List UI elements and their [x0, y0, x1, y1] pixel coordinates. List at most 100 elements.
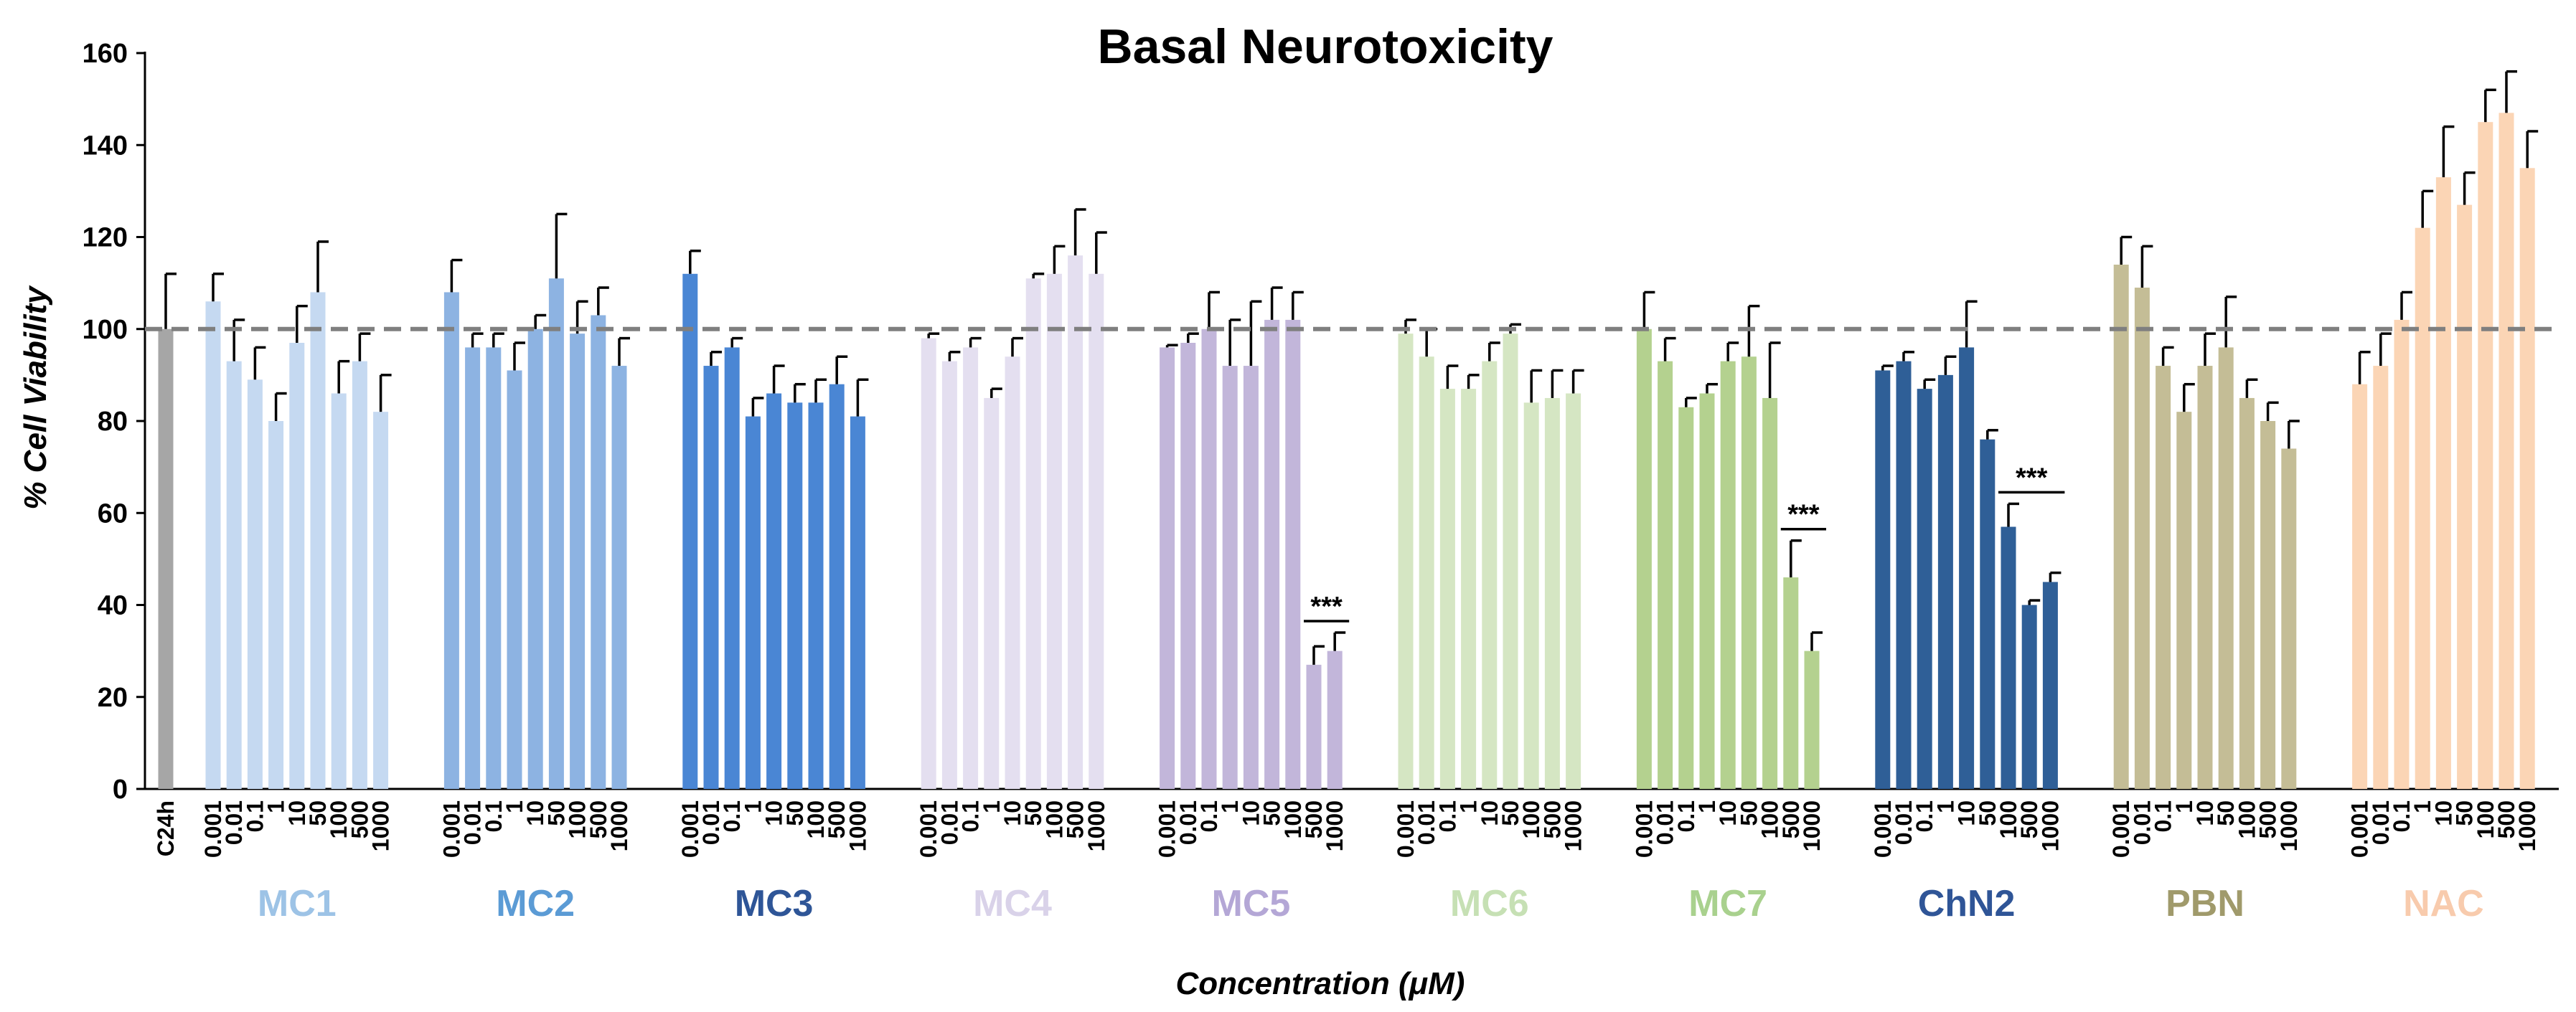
x-axis-label: Concentration (μM) [1176, 966, 1465, 1001]
x-tick-label: 500 [1778, 800, 1804, 838]
bar-mc4 [1025, 278, 1041, 789]
bar-nac [2499, 113, 2514, 790]
group-label-mc2: MC2 [496, 883, 575, 924]
group-label-mc6: MC6 [1450, 883, 1529, 924]
x-tick-label: 0.01 [1891, 800, 1917, 845]
x-tick-label: 0.01 [1175, 800, 1201, 845]
group-label-pbn: PBN [2166, 883, 2244, 924]
bar-mc5 [1180, 342, 1196, 789]
x-tick-label: 0.01 [1653, 800, 1678, 845]
bar-mc6 [1523, 402, 1539, 789]
bar-mc1 [310, 292, 326, 789]
x-tick-label: 500 [1539, 800, 1565, 838]
bar-chn2 [2042, 582, 2058, 789]
bar-pbn [2134, 288, 2150, 790]
chart-title: Basal Neurotoxicity [1098, 19, 1553, 74]
group-label-mc7: MC7 [1688, 883, 1767, 924]
group-label-nac: NAC [2403, 883, 2484, 924]
group-label-mc3: MC3 [735, 883, 814, 924]
bar-mc5 [1160, 347, 1175, 789]
bar-mc2 [611, 366, 627, 789]
bar-chn2 [1875, 370, 1891, 789]
x-tick-label: 1 [263, 800, 289, 813]
x-tick-label: 50 [1020, 800, 1046, 826]
bar-mc7 [1658, 361, 1673, 789]
bar-mc2 [465, 347, 481, 789]
x-tick-label: 0.01 [1414, 800, 1439, 845]
bar-mc1 [373, 412, 389, 789]
x-tick-label: 0.01 [460, 800, 486, 845]
y-axis-label: % Cell Viability [18, 285, 53, 510]
x-tick-label: 500 [586, 800, 611, 838]
x-tick-label: 100 [565, 800, 591, 838]
bar-mc6 [1419, 356, 1434, 790]
bar-mc7 [1678, 407, 1694, 789]
bar-chn2 [1937, 374, 1953, 789]
x-tick-label: 0.001 [1393, 800, 1419, 858]
x-tick-label: 1000 [606, 800, 632, 851]
bar-pbn [2176, 412, 2192, 789]
x-tick-label: 50 [543, 800, 569, 826]
bar-mc6 [1398, 334, 1414, 790]
x-tick-label: 100 [1280, 800, 1306, 838]
y-tick-label: 40 [98, 591, 128, 621]
x-tick-label: 500 [2493, 800, 2519, 838]
x-tick-label: 100 [1518, 800, 1544, 838]
bar-mc2 [507, 370, 522, 789]
x-tick-label: 0.01 [221, 800, 247, 845]
significance-marker: *** [2016, 463, 2048, 493]
x-tick-label: 0.01 [2129, 800, 2155, 845]
bar-mc4 [1046, 273, 1062, 789]
bar-mc4 [984, 397, 1000, 789]
x-tick-label: 100 [2234, 800, 2260, 838]
bar-mc5 [1285, 319, 1301, 789]
bar-mc1 [205, 301, 221, 789]
x-tick-label: 50 [1498, 800, 1523, 826]
bar-chn2 [1896, 361, 1912, 789]
bar-mc6 [1482, 361, 1498, 789]
x-tick-label: 1000 [1322, 800, 1348, 851]
bar-chn2 [1980, 439, 1996, 789]
bar-mc7 [1783, 577, 1799, 789]
group-label-mc5: MC5 [1212, 883, 1291, 924]
x-tick-label: 0.001 [1870, 800, 1896, 858]
y-tick-label: 140 [83, 131, 128, 161]
bar-mc5 [1201, 328, 1217, 789]
x-tick-label: 0.1 [1434, 800, 1460, 832]
x-tick-label: 100 [2473, 800, 2499, 838]
bar-mc6 [1439, 389, 1455, 789]
bar-mc3 [829, 384, 845, 789]
bar-mc2 [486, 347, 502, 789]
bar-pbn [2197, 366, 2213, 789]
x-tick-label: 0.1 [242, 800, 268, 832]
bar-pbn [2218, 347, 2234, 789]
group-label-mc1: MC1 [258, 883, 337, 924]
bar-mc3 [808, 402, 824, 789]
x-tick-label: 1 [1456, 800, 1482, 813]
group-label-chn2: ChN2 [1918, 883, 2016, 924]
bar-mc4 [1089, 273, 1104, 789]
x-tick-label: 500 [347, 800, 372, 838]
bar-mc7 [1804, 651, 1820, 789]
x-tick-label: 1 [502, 800, 527, 813]
x-tick-label: 50 [2213, 800, 2239, 826]
bar-mc1 [352, 361, 367, 789]
bar-nac [2457, 204, 2473, 789]
bar-pbn [2239, 397, 2255, 789]
bar-mc7 [1636, 328, 1652, 789]
y-tick-label: 120 [83, 223, 128, 253]
x-tick-label: 1000 [845, 800, 870, 851]
x-tick-label: 0.01 [698, 800, 724, 845]
y-tick-label: 160 [83, 39, 128, 69]
x-tick-label: 0.001 [1155, 800, 1180, 858]
x-tick-label: 100 [803, 800, 829, 838]
x-tick-label: 1000 [1799, 800, 1825, 851]
bar-mc2 [527, 328, 543, 789]
x-tick-label: 1000 [2037, 800, 2063, 851]
x-tick-label: 500 [1301, 800, 1327, 838]
x-tick-label-control: C24h [153, 800, 179, 856]
bar-mc5 [1243, 366, 1259, 789]
x-tick-label: 0.001 [438, 800, 464, 858]
x-tick-label: 1 [2410, 800, 2435, 813]
